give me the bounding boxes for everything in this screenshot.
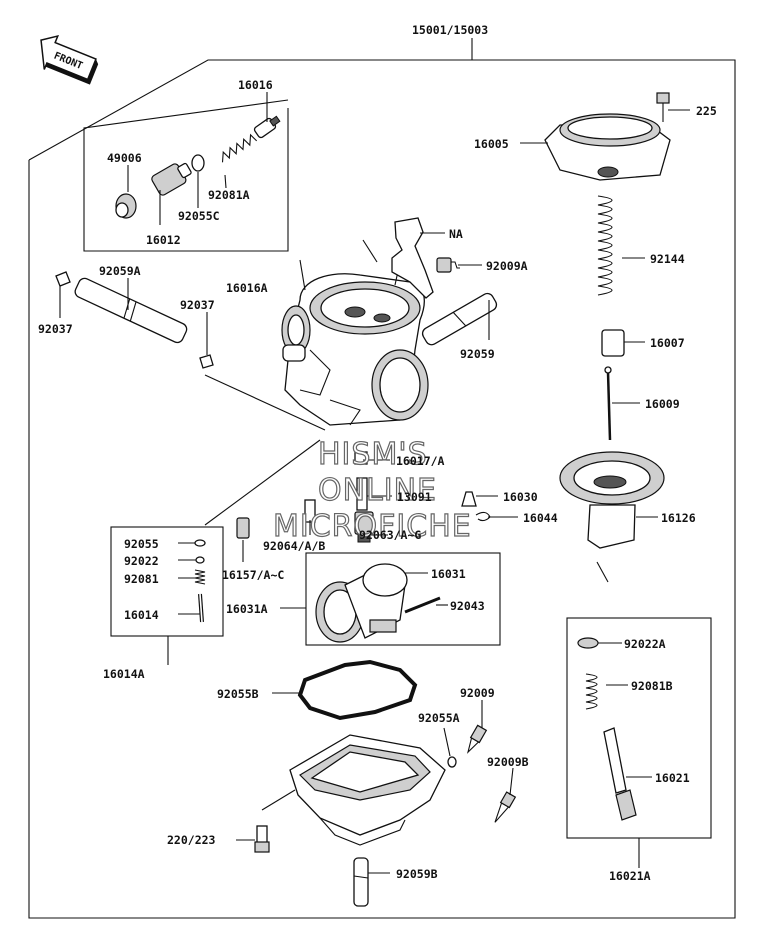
part-labels: 16016 49006 92081A 92055C 16012 16016A 9…	[38, 78, 717, 883]
screw-16021	[603, 727, 637, 821]
label-92009: 92009	[460, 686, 495, 700]
label-92063: 92063/A~G	[359, 528, 421, 542]
label-16021: 16021	[655, 771, 690, 785]
clamp-92037-right	[199, 354, 214, 369]
label-16021A: 16021A	[609, 869, 651, 883]
label-16016: 16016	[238, 78, 273, 92]
label-16044: 16044	[523, 511, 558, 525]
label-92081A: 92081A	[208, 188, 250, 202]
spring-92144	[597, 195, 613, 296]
label-92037-right: 92037	[180, 298, 215, 312]
label-49006: 49006	[107, 151, 142, 165]
label-92055: 92055	[124, 537, 159, 551]
hose-92059	[421, 292, 498, 346]
spring-92081	[194, 569, 206, 585]
label-92043: 92043	[450, 599, 485, 613]
screw-92009A	[436, 257, 460, 273]
clip-16044	[475, 511, 491, 522]
label-16030: 16030	[503, 490, 538, 504]
o-ring-92055A	[447, 756, 457, 768]
jet-92063	[354, 511, 374, 543]
o-ring-92055	[194, 539, 206, 547]
label-92064: 92064/A/B	[263, 539, 325, 553]
assembly-label: 15001/15003	[412, 23, 488, 37]
top-cover-16005	[544, 113, 671, 181]
pin-92043	[404, 596, 441, 614]
screw-92009	[466, 724, 488, 754]
label-16017A: 16017/A	[396, 454, 445, 468]
label-16009: 16009	[645, 397, 680, 411]
label-NA: NA	[449, 227, 463, 241]
leader-lines	[59, 92, 690, 874]
screw-92009B	[494, 791, 517, 823]
subassembly-box-16021A	[566, 617, 712, 839]
needle-holder-16007	[601, 329, 625, 357]
label-92081: 92081	[124, 572, 159, 586]
clamp-16031	[369, 619, 397, 633]
label-92022A: 92022A	[624, 637, 666, 651]
label-92055A: 92055A	[418, 711, 460, 725]
label-16126: 16126	[661, 511, 696, 525]
pilot-screw-16014	[198, 593, 204, 623]
label-16014A: 16014A	[103, 667, 145, 681]
label-16031: 16031	[431, 567, 466, 581]
float-bowl	[289, 734, 446, 846]
jet-needle-16009	[604, 366, 612, 441]
label-92081B: 92081B	[631, 679, 673, 693]
jet-16157	[236, 517, 250, 539]
label-220-223: 220/223	[167, 833, 216, 847]
spring-92081B	[585, 673, 598, 710]
label-92022: 92022	[124, 554, 159, 568]
choke-plunger-16016	[253, 115, 281, 139]
label-92037-left: 92037	[38, 322, 73, 336]
label-92055C: 92055C	[178, 209, 220, 223]
watermark-line1: HISM'S	[318, 437, 428, 472]
subassembly-box-16016A	[83, 99, 289, 252]
label-16031A: 16031A	[226, 602, 268, 616]
label-16005: 16005	[474, 137, 509, 151]
subassembly-box-16014A	[110, 526, 224, 637]
label-16157: 16157/A~C	[222, 568, 284, 582]
washer-92022A	[577, 637, 599, 649]
label-92055B: 92055B	[217, 687, 259, 701]
cap-49006	[115, 193, 137, 219]
assembly-frame	[28, 38, 736, 919]
label-92059: 92059	[460, 347, 495, 361]
watermark: HISM'S ONLINE MICROFICHE	[272, 436, 472, 544]
carburetor-body	[281, 259, 429, 426]
label-16016A: 16016A	[226, 281, 268, 295]
choke-housing-16012	[151, 162, 192, 196]
label-225: 225	[696, 104, 717, 118]
label-16012: 16012	[146, 233, 181, 247]
label-92009A: 92009A	[486, 259, 528, 273]
watermark-line2: ONLINE	[318, 473, 437, 508]
front-arrow-icon: FRONT	[40, 34, 99, 85]
spring-92081A	[221, 133, 258, 163]
valve-16030	[461, 491, 477, 507]
label-16007: 16007	[650, 336, 685, 350]
watermark-line3: MICROFICHE	[273, 509, 472, 544]
label-92144: 92144	[650, 252, 685, 266]
drain-hose-92059B	[353, 857, 369, 907]
bracket-na	[391, 217, 434, 299]
label-92059A: 92059A	[99, 264, 141, 278]
subassembly-box-16031A	[305, 552, 501, 646]
clamp-92037-left	[55, 271, 71, 287]
washer-92022	[195, 556, 205, 564]
screw-220-223	[254, 825, 270, 853]
diaphragm-slide-16126	[559, 451, 665, 549]
o-ring-92055C	[191, 154, 205, 172]
label-16014: 16014	[124, 608, 159, 622]
label-92009B: 92009B	[487, 755, 529, 769]
label-92059B: 92059B	[396, 867, 438, 881]
needle-jet-13091	[356, 477, 368, 511]
label-13091: 13091	[397, 490, 432, 504]
screw-225	[656, 92, 670, 122]
main-jet-16017A	[354, 451, 368, 465]
hose-92059A	[74, 277, 188, 344]
gasket-92055B	[297, 659, 418, 721]
